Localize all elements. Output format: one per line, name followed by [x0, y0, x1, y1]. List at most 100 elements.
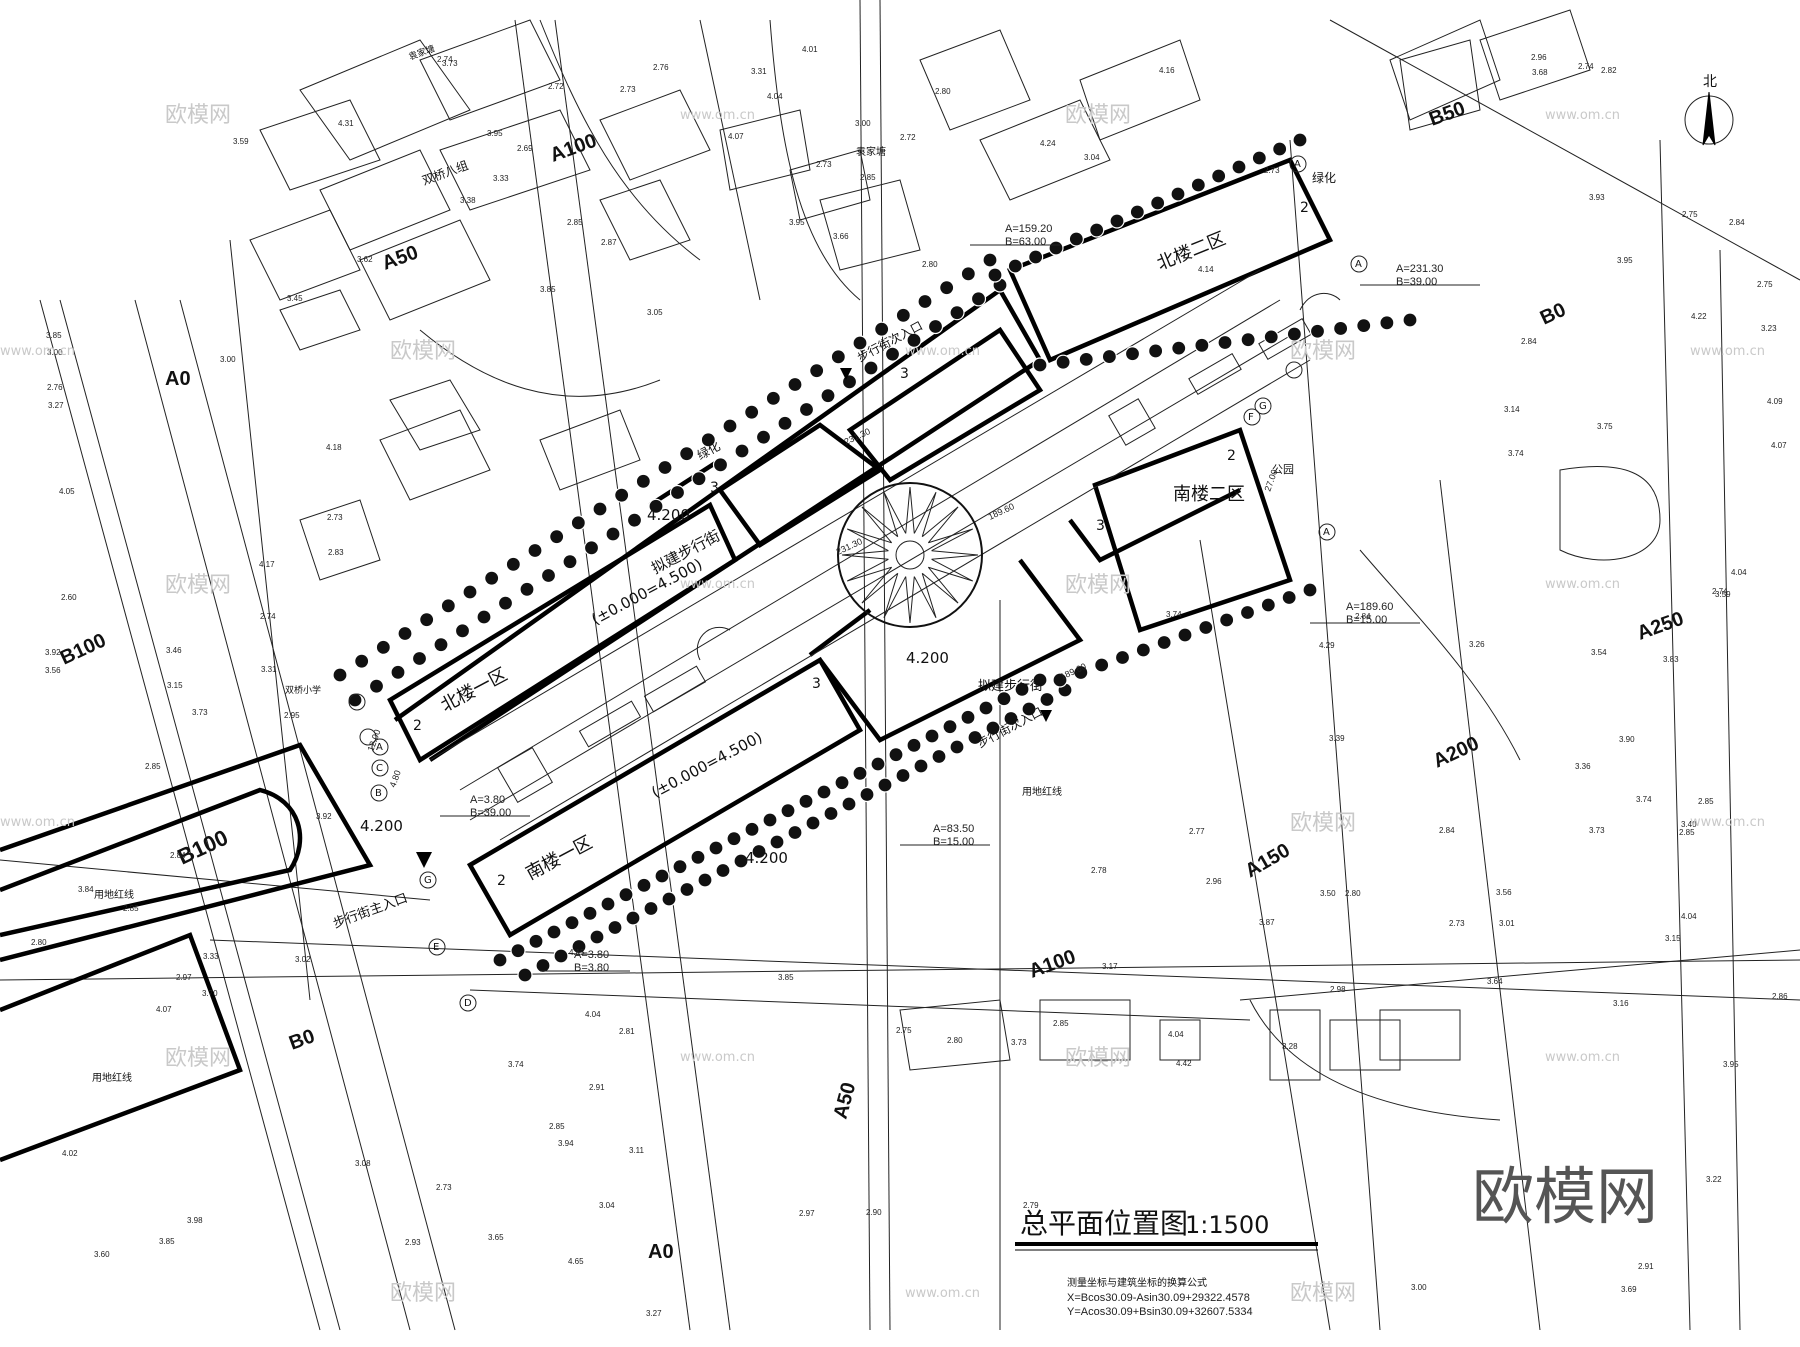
watermark-domain: www.om.cn — [0, 815, 75, 830]
elevation-spot: 4.07 — [1771, 441, 1787, 450]
red-line-label-3: 用地红线 — [92, 1071, 132, 1084]
tree-symbol — [614, 487, 630, 503]
elevation-spot: 3.74 — [1508, 449, 1524, 458]
elevation-spot: 3.31 — [751, 67, 767, 76]
tree-symbol — [419, 612, 435, 628]
axis-letter-a3: A — [1294, 159, 1301, 170]
elevation-spot: 2.80 — [922, 260, 938, 269]
coord-6b: B=3.80 — [574, 962, 609, 974]
elevation-spot: 3.08 — [355, 1159, 371, 1168]
tree-symbol — [583, 540, 600, 556]
elevation-spot: 2.85 — [1679, 828, 1695, 837]
tree-symbol — [1032, 672, 1048, 688]
watermark-domain: www.om.cn — [680, 108, 755, 123]
tree-symbol — [679, 446, 695, 462]
elevation-spot: 3.40 — [1681, 820, 1697, 829]
b100-road-block — [0, 742, 374, 1163]
tree-symbol — [852, 765, 868, 781]
elevation-spot: 4.09 — [1767, 397, 1783, 406]
tree-symbol — [607, 919, 623, 936]
elevation-spot: 2.73 — [1449, 919, 1465, 928]
tree-symbol — [484, 570, 500, 586]
tree-symbol — [1129, 204, 1145, 220]
tree-symbol — [454, 623, 471, 639]
tree-symbol — [1292, 132, 1308, 148]
tree-symbol — [960, 266, 976, 282]
greenbelt-label: 绿化 — [1312, 170, 1336, 185]
coord-3a: A=189.60 — [1346, 601, 1393, 613]
elevation-spot: 3.84 — [78, 885, 94, 894]
elevation-spots: 3.384.043.953.923.333.653.503.263.593.33… — [31, 45, 1788, 1318]
tree-symbol — [1190, 177, 1206, 193]
tree-symbol — [744, 821, 760, 837]
floors-3a: 3 — [710, 480, 719, 496]
elevation-spot: 2.80 — [947, 1036, 963, 1045]
elevation-spot: 2.75 — [1757, 280, 1773, 289]
elevation-spot: 2.85 — [567, 218, 583, 227]
tree-symbol — [1286, 326, 1302, 342]
tree-symbol — [769, 834, 785, 850]
axis-letter-f2: F — [1248, 412, 1254, 423]
watermark: 欧模网 — [1290, 811, 1356, 836]
tree-symbol — [546, 924, 562, 940]
watermark-domain: www.om.cn — [1545, 108, 1620, 123]
elevation-spot: 3.75 — [1597, 422, 1613, 431]
elevation-spot: 3.85 — [778, 973, 794, 982]
tree-symbol — [368, 678, 385, 694]
elevation-spot: 3.74 — [1166, 610, 1182, 619]
grid-label-a150: A150 — [1242, 839, 1294, 882]
elevation-spot: 3.95 — [1723, 1060, 1739, 1069]
axis-markers — [348, 155, 1368, 1012]
tree-symbol — [1101, 348, 1117, 365]
elevation-spot: 2.79 — [1023, 1201, 1039, 1210]
elevation-spot: 4.07 — [728, 132, 744, 141]
coord-1b: B=63.00 — [1005, 236, 1046, 248]
watermark: 欧模网 — [165, 1046, 231, 1071]
floors-n2: 2 — [1300, 200, 1309, 216]
entrance-arrow-east — [1040, 710, 1052, 722]
park-label: 公园 — [1272, 463, 1294, 476]
tree-symbol — [780, 803, 796, 819]
label-north-2: 北楼二区 — [1154, 228, 1229, 274]
tree-symbol — [1039, 691, 1055, 708]
elevation-spot: 2.98 — [1330, 985, 1346, 994]
elevation-spot: 2.74 — [1712, 587, 1728, 596]
elevation-spot: 3.50 — [1320, 889, 1336, 898]
tree-symbol — [1177, 627, 1193, 643]
elevation-spot: 4.15 — [569, 948, 585, 957]
tree-symbol — [549, 529, 565, 545]
tree-symbol — [605, 526, 621, 542]
tree-symbol — [1198, 619, 1214, 636]
grid-label-a50-top: A50 — [379, 241, 421, 274]
elevation-spot: 2.96 — [1206, 877, 1222, 886]
elevation-spot: 4.01 — [802, 45, 818, 54]
tree-symbol — [661, 891, 677, 907]
elevation-spot: 3.98 — [187, 1216, 203, 1225]
elevation-spot: 3.93 — [1589, 193, 1605, 202]
watermark-domain: www.om.cn — [905, 1286, 980, 1301]
elevation-spot: 3.15 — [1665, 934, 1681, 943]
tree-symbol — [332, 667, 348, 683]
tree-symbol — [433, 637, 449, 653]
tree-symbol — [939, 280, 955, 296]
elevation-spot: 2.80 — [1345, 889, 1361, 898]
tree-symbol — [949, 739, 965, 755]
coord-5b: B=15.00 — [933, 836, 974, 848]
tree-symbol — [1260, 597, 1276, 613]
level-plaza: 4.200 — [906, 649, 949, 667]
floors-s2: 2 — [1227, 448, 1236, 464]
red-line-label-2: 用地红线 — [94, 888, 134, 901]
tree-symbol — [960, 709, 976, 725]
existing-buildings — [249, 9, 1591, 1081]
entrance-arrow-north — [840, 368, 852, 380]
watermark: 欧模网 — [1290, 339, 1356, 364]
tree-symbol — [679, 881, 695, 898]
elevation-spot: 3.17 — [1102, 962, 1118, 971]
axis-letter-f: F — [353, 697, 359, 708]
elevation-spot: 2.74 — [1578, 62, 1594, 71]
elevation-spot: 3.04 — [599, 1201, 615, 1210]
elevation-spot: 3.65 — [488, 1233, 504, 1242]
watermark-domain: www.om.cn — [1545, 577, 1620, 592]
dim-upper: 231.30 — [843, 426, 872, 447]
elevation-spot: 2.73 — [620, 85, 636, 94]
